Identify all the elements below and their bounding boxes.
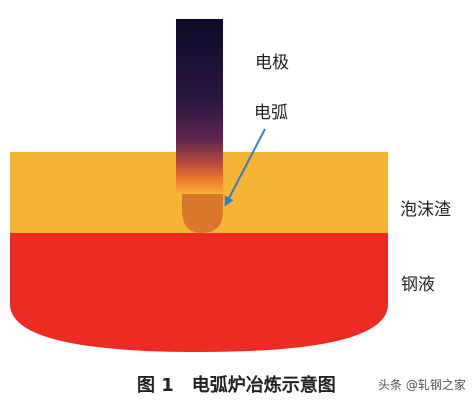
- figure-caption: 图 1 电弧炉冶炼示意图: [137, 374, 336, 396]
- arc-pointer-arrow: [224, 128, 266, 207]
- arc-shape: [182, 194, 223, 233]
- electrode-label: 电极: [255, 53, 289, 73]
- watermark: 头条 @轧钢之家: [378, 377, 466, 392]
- arc-label: 电弧: [254, 103, 288, 123]
- molten-steel-layer: [10, 233, 388, 352]
- electrode: [176, 19, 223, 194]
- molten-steel-label: 钢液: [401, 275, 435, 295]
- foam-slag-label: 泡沫渣: [400, 200, 451, 220]
